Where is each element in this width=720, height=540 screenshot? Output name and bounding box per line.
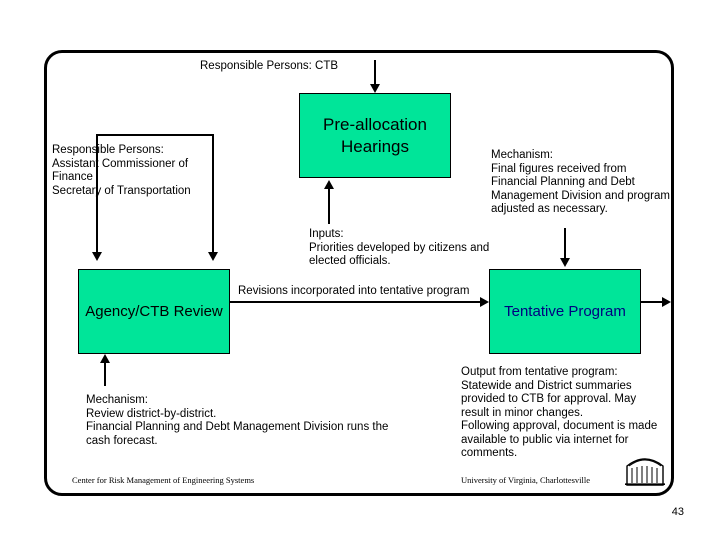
arrow-revisions-to-tentative: [480, 297, 489, 307]
arrow-left-down-2: [208, 252, 218, 261]
top-title-label: Responsible Persons: CTB: [200, 60, 339, 72]
footer-right-text: University of Virginia, Charlottesville: [461, 475, 591, 485]
box-tentative-program[interactable]: Tentative Program: [489, 269, 641, 354]
label-mechanism-final-figures: Mechanism: Final figures received from F…: [491, 149, 670, 216]
label-mechanism-review: Mechanism: Review district-by-district. …: [86, 394, 389, 447]
connector-top-vertical: [374, 60, 376, 86]
arrow-inputs-to-preallocation: [324, 180, 334, 189]
page-number: 43: [671, 506, 684, 518]
university-rotunda-logo-icon: [625, 458, 665, 486]
connector-revisions-horizontal: [230, 301, 480, 303]
box-agency-ctb-review[interactable]: Agency/CTB Review: [78, 269, 230, 354]
label-revisions-incorporated: Revisions incorporated into tentative pr…: [238, 285, 470, 297]
arrow-feedback-to-agency: [100, 354, 110, 363]
connector-left-horizontal: [96, 134, 214, 136]
connector-inputs-vertical: [328, 188, 330, 224]
arrow-mechanism-to-tentative: [560, 258, 570, 267]
arrow-tentative-out: [662, 297, 671, 307]
footer-left-text: Center for Risk Management of Engineerin…: [72, 475, 255, 485]
connector-left-drop-1: [96, 134, 98, 254]
label-output-tentative-program: Output from tentative program: Statewide…: [461, 366, 658, 460]
label-inputs: Inputs: Priorities developed by citizens…: [309, 228, 490, 268]
box-preallocation-hearings[interactable]: Pre-allocation Hearings: [299, 93, 451, 178]
connector-mechanism-to-tentative: [564, 228, 566, 262]
connector-left-drop-2: [212, 134, 214, 254]
connector-tentative-right: [641, 301, 665, 303]
arrow-left-down-1: [92, 252, 102, 261]
label-responsible-persons: Responsible Persons: Assistant Commissio…: [52, 144, 191, 197]
arrow-top-to-preallocation: [370, 84, 380, 93]
connector-feedback-vertical: [104, 362, 106, 386]
